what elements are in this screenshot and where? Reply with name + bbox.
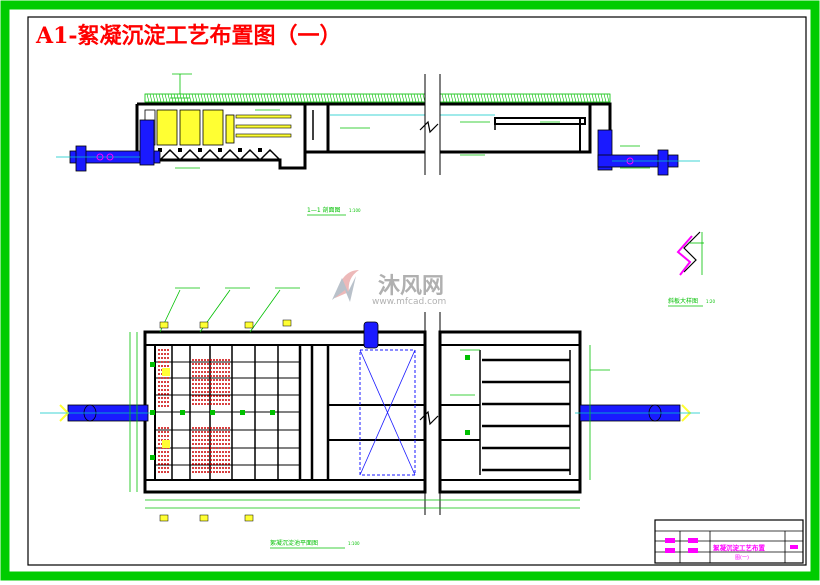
watermark-url: www.mfcad.com [372,297,446,307]
drawing-title: A1-絮凝沉淀工艺布置图（一） [35,23,342,49]
section-scale: 1:100 [349,208,361,213]
title-block-sub: 图(一) [735,555,749,561]
plan-caption: 絮凝沉淀池平面图 [270,539,318,547]
plan-view: 絮凝沉淀池平面图 1:100 [40,287,700,549]
section-caption: 1—1 剖面图 [307,206,341,214]
watermark: 沐风网 www.mfcad.com [332,270,446,307]
mfcad-logo-icon [332,270,359,302]
detail-scale: 1:20 [706,299,715,304]
watermark-brand: 沐风网 [378,274,444,299]
inner-frame [27,16,807,566]
plan-scale: 1:100 [348,541,360,546]
title-block-name: 絮凝沉淀工艺布置 [713,543,766,552]
plate-detail: 斜板大样图 1:20 [668,231,715,307]
title-block: 絮凝沉淀工艺布置 图(一) [654,519,804,564]
detail-caption: 斜板大样图 [668,297,698,305]
section-view: 1—1 剖面图 1:100 [56,73,700,216]
